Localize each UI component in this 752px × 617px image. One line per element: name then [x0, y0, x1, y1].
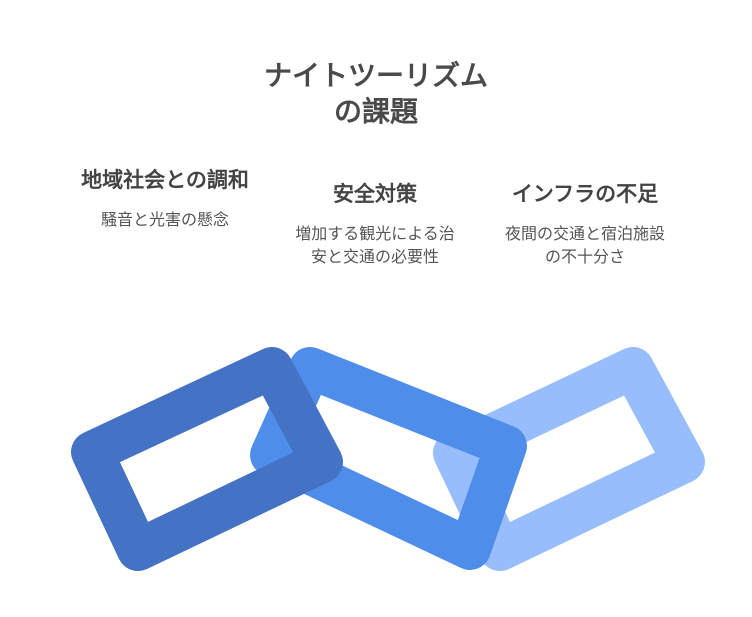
item-heading: 地域社会との調和: [81, 168, 249, 192]
title-line-2: の課題: [333, 95, 418, 128]
chain-link-1: [71, 347, 343, 571]
title-line-1: ナイトツーリズム: [263, 59, 488, 92]
item-text: 夜間の交通と宿泊施設の不十分さ: [504, 224, 665, 266]
item-heading: インフラの不足: [511, 182, 659, 206]
item-safety: 安全対策 増加する観光による治安と交通の必要性: [280, 180, 470, 268]
item-text: 増加する観光による治安と交通の必要性: [295, 224, 455, 266]
item-community-harmony: 地域社会との調和 騒音と光害の懸念: [70, 166, 260, 231]
chain-link-3: [433, 347, 705, 571]
item-text: 騒音と光害の懸念: [100, 210, 229, 229]
diagram-title: ナイトツーリズム の課題: [0, 58, 752, 130]
item-heading: 安全対策: [333, 182, 417, 206]
item-infrastructure: インフラの不足 夜間の交通と宿泊施設の不十分さ: [490, 180, 680, 268]
